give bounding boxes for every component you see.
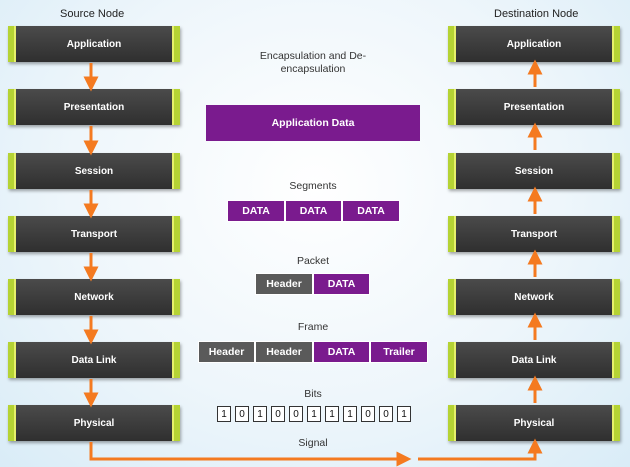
destination-layer-application: Application bbox=[448, 26, 620, 62]
layer-label: Session bbox=[74, 165, 114, 177]
bit-10: 1 bbox=[397, 406, 411, 422]
signal-path bbox=[89, 438, 543, 467]
segment-label: DATA bbox=[357, 205, 385, 217]
segment-label: DATA bbox=[242, 205, 270, 217]
layer-label: Physical bbox=[73, 417, 115, 429]
layer-label: Data Link bbox=[511, 354, 557, 366]
segments-title: Segments bbox=[289, 180, 337, 192]
packet-header-label: Header bbox=[266, 278, 302, 290]
layer-label: Application bbox=[66, 38, 122, 50]
segment-data-2: DATA bbox=[285, 200, 342, 222]
bit-8: 0 bbox=[361, 406, 375, 422]
layer-label: Physical bbox=[513, 417, 555, 429]
frame-header-2: Header bbox=[255, 341, 313, 363]
source-node-title: Source Node bbox=[60, 8, 125, 20]
source-layer-application: Application bbox=[8, 26, 180, 62]
frame-header-label: Header bbox=[208, 346, 245, 358]
layer-label: Data Link bbox=[71, 354, 117, 366]
bit-4: 0 bbox=[289, 406, 303, 422]
source-layer-transport: Transport bbox=[8, 216, 180, 252]
frame-data-label: DATA bbox=[327, 346, 356, 358]
layer-label: Application bbox=[506, 38, 562, 50]
bit-3: 0 bbox=[271, 406, 285, 422]
bit-6: 1 bbox=[325, 406, 339, 422]
frame-header-label: Header bbox=[266, 346, 302, 358]
bit-2: 1 bbox=[253, 406, 267, 422]
application-data-box: Application Data bbox=[206, 105, 420, 141]
bit-5: 1 bbox=[307, 406, 321, 422]
frame-trailer: Trailer bbox=[370, 341, 428, 363]
bit-7: 1 bbox=[343, 406, 357, 422]
packet-title: Packet bbox=[296, 255, 330, 267]
bit-9: 0 bbox=[379, 406, 393, 422]
layer-label: Network bbox=[514, 291, 554, 303]
layer-label: Presentation bbox=[63, 101, 125, 113]
frame-trailer-label: Trailer bbox=[383, 346, 415, 358]
layer-label: Session bbox=[514, 165, 554, 177]
frame-header-1: Header bbox=[198, 341, 255, 363]
source-layer-data-link: Data Link bbox=[8, 342, 180, 378]
segment-label: DATA bbox=[299, 205, 328, 217]
destination-layer-physical: Physical bbox=[448, 405, 620, 441]
packet-header: Header bbox=[255, 273, 313, 295]
bit-1: 0 bbox=[235, 406, 249, 422]
destination-node-title: Destination Node bbox=[494, 8, 579, 20]
destination-layer-network: Network bbox=[448, 279, 620, 315]
packet-data-label: DATA bbox=[327, 278, 356, 290]
source-layer-session: Session bbox=[8, 153, 180, 189]
segment-data-3: DATA bbox=[342, 200, 400, 222]
destination-layer-data-link: Data Link bbox=[448, 342, 620, 378]
destination-layer-transport: Transport bbox=[448, 216, 620, 252]
frame-data: DATA bbox=[313, 341, 370, 363]
encapsulation-title: Encapsulation and De-encapsulation bbox=[259, 50, 367, 75]
layer-label: Presentation bbox=[503, 101, 565, 113]
segment-data-1: DATA bbox=[227, 200, 285, 222]
signal-label: Signal bbox=[298, 437, 328, 449]
packet-data: DATA bbox=[313, 273, 370, 295]
layer-label: Network bbox=[74, 291, 114, 303]
source-layer-network: Network bbox=[8, 279, 180, 315]
application-data-label: Application Data bbox=[271, 117, 355, 129]
source-layer-physical: Physical bbox=[8, 405, 180, 441]
frame-title: Frame bbox=[297, 321, 329, 333]
bits-title: Bits bbox=[304, 388, 322, 400]
destination-layer-session: Session bbox=[448, 153, 620, 189]
layer-label: Transport bbox=[70, 228, 118, 240]
layer-label: Transport bbox=[510, 228, 558, 240]
bit-0: 1 bbox=[217, 406, 231, 422]
destination-layer-presentation: Presentation bbox=[448, 89, 620, 125]
source-layer-presentation: Presentation bbox=[8, 89, 180, 125]
